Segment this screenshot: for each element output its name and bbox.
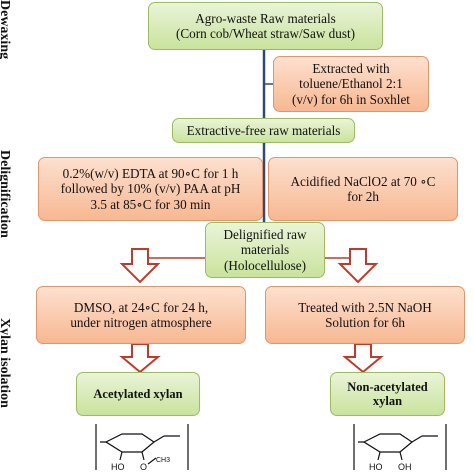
- acetylated-label: Acetylated xylan: [93, 386, 183, 401]
- extractive-free-box: Extractive-free raw materials: [172, 118, 355, 143]
- delignified-line-3: (Holocellulose): [223, 257, 307, 273]
- acetyl-methyl-label: CH3: [156, 457, 170, 464]
- arrow-right-lower: [342, 343, 384, 374]
- extracted-box: Extracted with toluene/Ethanol 2:1 (v/v)…: [273, 56, 429, 112]
- naclo2-line-1: Acidified NaClO2 at 70 ∘C: [290, 173, 436, 189]
- naoh-line-1: Treated with 2.5N NaOH: [298, 299, 432, 315]
- non-acetylated-xylan-structure: HO OH: [353, 424, 447, 472]
- acetylated-xylan-box: Acetylated xylan: [76, 372, 200, 416]
- edta-line-3: 3.5 at 85∘C for 30 min: [90, 196, 211, 212]
- delignified-line-2: materials: [240, 242, 290, 258]
- dmso-box: DMSO, at 24∘C for 24 h, under nitrogen a…: [36, 286, 246, 344]
- acetylated-xylan-structure: HO O CH3: [95, 424, 189, 472]
- edta-paa-box: 0.2%(w/v) EDTA at 90∘C for 1 h followed …: [38, 157, 263, 221]
- naclo2-box: Acidified NaClO2 at 70 ∘C for 2h: [268, 157, 458, 221]
- non-acetyl-ho-label: HO: [369, 462, 383, 472]
- dmso-line-2: under nitrogen atmosphere: [70, 315, 212, 330]
- naoh-box: Treated with 2.5N NaOH Solution for 6h: [265, 286, 465, 344]
- extractive-free-label: Extractive-free raw materials: [186, 122, 341, 138]
- raw-materials-box: Agro-waste Raw materials (Corn cob/Wheat…: [148, 2, 383, 50]
- non-acetylated-line-2: xylan: [372, 394, 403, 408]
- arrow-left-lower: [119, 343, 161, 374]
- delignified-box: Delignified raw materials (Holocellulose…: [205, 222, 325, 278]
- naclo2-line-2: for 2h: [347, 189, 379, 204]
- acetyl-o-label: O: [140, 462, 147, 472]
- non-acetyl-oh-label: OH: [398, 462, 412, 472]
- raw-line-1: Agro-waste Raw materials: [195, 10, 336, 26]
- edta-line-2: followed by 10% (v/v) PAA at pH: [60, 181, 241, 197]
- edta-line-1: 0.2%(w/v) EDTA at 90∘C for 1 h: [62, 166, 239, 182]
- raw-line-2: (Corn cob/Wheat straw/Saw dust): [175, 26, 356, 41]
- acetyl-ho-label: HO: [111, 462, 125, 472]
- extracted-line-1: Extracted with: [312, 61, 390, 77]
- non-acetylated-xylan-box: Non-acetylated xylan: [330, 372, 445, 416]
- delignified-line-1: Delignified raw: [223, 227, 307, 243]
- dmso-line-1: DMSO, at 24∘C for 24 h,: [73, 299, 209, 315]
- arrow-left-down: [119, 248, 161, 284]
- extracted-line-3: (v/v) for 6h in Soxhlet: [292, 91, 410, 107]
- naoh-line-2: Solution for 6h: [325, 315, 405, 330]
- arrow-right-down: [337, 248, 379, 284]
- extracted-line-2: toluene/Ethanol 2:1: [299, 76, 403, 92]
- non-acetylated-line-1: Non-acetylated: [347, 379, 428, 394]
